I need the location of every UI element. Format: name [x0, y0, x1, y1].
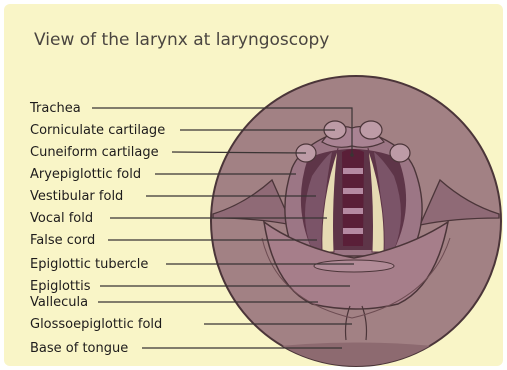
label-aryepiglottic-fold: Aryepiglottic fold — [30, 167, 141, 182]
label-vestibular-fold: Vestibular fold — [30, 189, 123, 204]
label-glossoepiglottic-fold: Glossoepiglottic fold — [30, 317, 162, 332]
label-false-cord: False cord — [30, 233, 95, 248]
label-epiglottis: Epiglottis — [30, 279, 91, 294]
label-list: Trachea Corniculate cartilage Cuneiform … — [29, 101, 165, 356]
label-epiglottic-tubercle: Epiglottic tubercle — [30, 257, 148, 272]
label-vocal-fold: Vocal fold — [30, 211, 93, 226]
epiglottic-tubercle — [314, 260, 394, 272]
base-of-tongue — [211, 343, 501, 370]
label-trachea: Trachea — [29, 101, 81, 116]
label-corniculate-cartilage: Corniculate cartilage — [30, 123, 165, 138]
leader-dot-trachea — [350, 153, 354, 157]
label-base-of-tongue: Base of tongue — [30, 341, 128, 356]
label-cuneiform-cartilage: Cuneiform cartilage — [30, 145, 159, 160]
cuneiform-cartilage-right — [390, 144, 410, 162]
corniculate-cartilage-right — [360, 121, 382, 139]
label-vallecula: Vallecula — [30, 295, 88, 310]
